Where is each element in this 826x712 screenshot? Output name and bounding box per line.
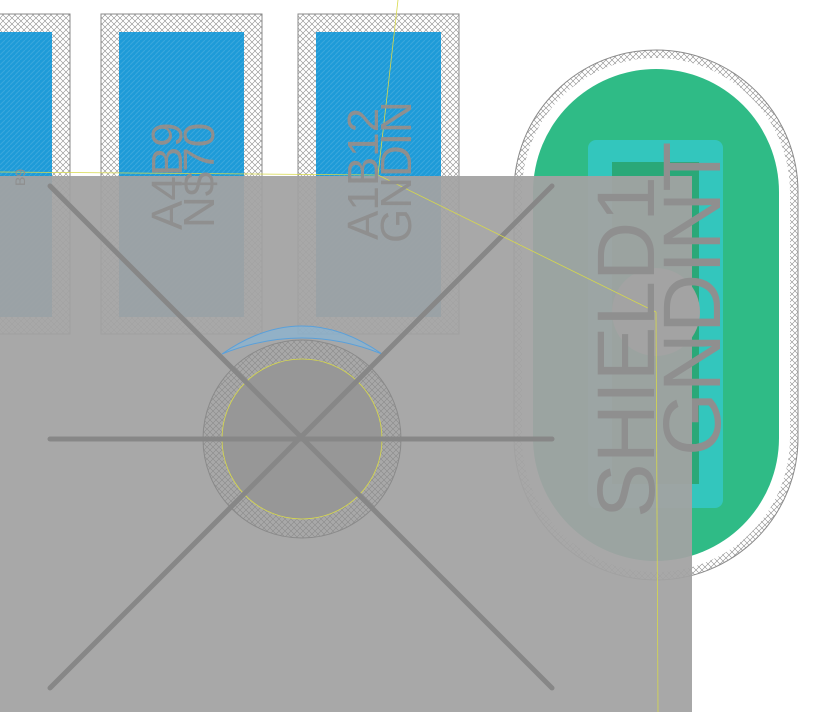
pad-label-b9: B9 [12,169,28,186]
origin-cross [47,183,555,691]
pad-label-a4b9: A4B9 [143,122,192,230]
shield-label: SHIELD1 [581,176,672,518]
pad-labels: B9 A4B9 N$70 A1B12 GNDIN SHIELD1 GNDINT [12,101,738,518]
pad-net-a1b12: GNDIN [372,101,421,243]
pad-label-a1b12: A1B12 [339,108,388,240]
ratsnest-lines [0,0,659,712]
pad-net-a4b9: N$70 [175,123,224,228]
shield-net: GNDINT [647,142,738,456]
